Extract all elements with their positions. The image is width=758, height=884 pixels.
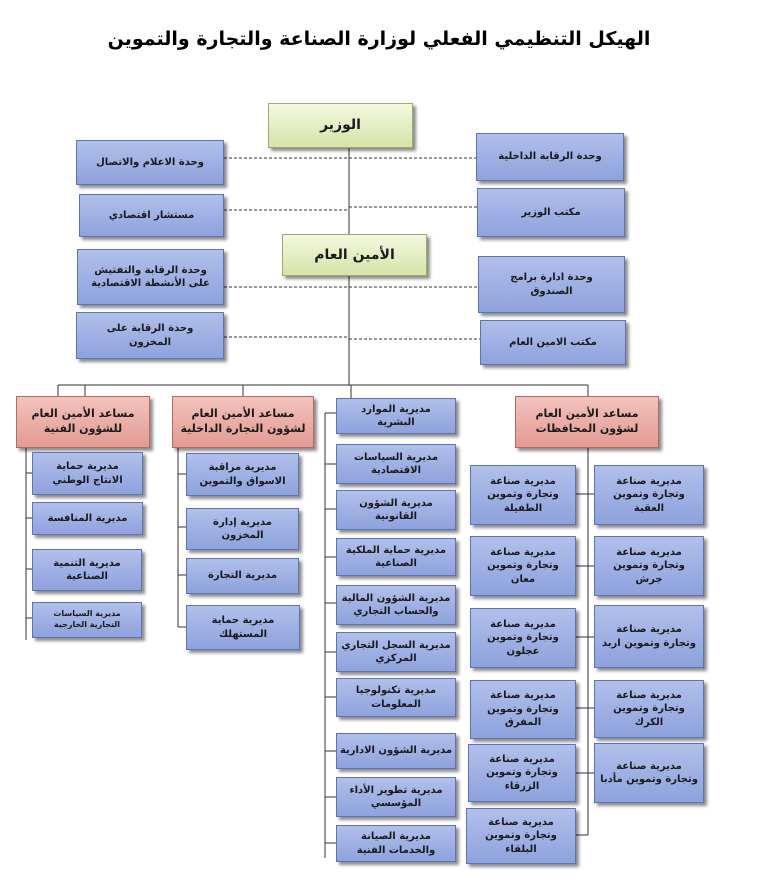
dir-jerash: مديرية صناعة وتجارة وتموين جرش: [594, 536, 704, 596]
dir-stock-management: مديرية إدارة المخزون: [186, 508, 299, 550]
secretary-general-box: الأمين العام: [282, 234, 427, 276]
dir-consumer-protection: مديرية حماية المستهلك: [186, 605, 300, 650]
dir-zarqa: مديرية صناعة وتجارة وتموين الزرقاء: [468, 744, 576, 802]
dir-maintenance-services: مديرية الصيانة والخدمات الفنية: [336, 825, 456, 862]
dir-financial-affairs: مديرية الشؤون المالية والحساب التجاري: [336, 585, 456, 625]
minister-box: الوزير: [268, 103, 413, 148]
dir-information-technology: مديرية تكنولوجيا المعلومات: [336, 678, 456, 717]
dir-mafraq: مديرية صناعة وتجارة وتموين المفرق: [470, 680, 576, 739]
dir-aqaba: مديرية صناعة وتجارة وتموين العقبة: [594, 465, 704, 525]
assistant-governorates: مساعد الأمين العام لشؤون المحافظات: [515, 396, 659, 448]
dir-maan: مديرية صناعة وتجارة وتموين معان: [470, 536, 576, 596]
dir-national-production: مديرية حماية الانتاج الوطني: [32, 452, 143, 495]
unit-media-communication: وحدة الاعلام والاتصال: [76, 140, 224, 185]
unit-internal-audit: وحدة الرقابة الداخلية: [476, 133, 624, 181]
dir-competition: مديرية المنافسة: [32, 502, 143, 535]
dir-irbid: مديرية صناعة وتجارة وتموين اربد: [594, 605, 704, 668]
dir-madaba: مديرية صناعة وتجارة وتموين مأدبا: [594, 743, 704, 803]
dir-trade: مديرية التجارة: [186, 558, 299, 594]
unit-secretary-office: مكتب الامين العام: [480, 320, 626, 365]
unit-economic-inspection: وحدة الرقابة والتفتيش على الأنشطة الاقتص…: [77, 249, 224, 305]
dir-ajloun: مديرية صناعة وتجارة وتموين عجلون: [470, 608, 576, 668]
unit-minister-office: مكتب الوزير: [477, 188, 625, 237]
dir-administrative-affairs: مديرية الشؤون الادارية: [336, 733, 456, 769]
dir-foreign-trade-policy: مديرية السياسات التجارية الخارجية: [32, 602, 142, 638]
page-title: الهيكل التنظيمي الفعلي لوزارة الصناعة وا…: [107, 28, 651, 50]
assistant-internal-trade: مساعد الأمين العام لشؤون التجارة الداخلي…: [172, 396, 314, 448]
dir-human-resources: مديرية الموارد البشرية: [336, 398, 456, 434]
dir-industrial-property: مديرية حماية الملكية الصناعية: [336, 538, 456, 576]
dir-industrial-development: مديرية التنمية الصناعية: [32, 549, 142, 591]
dir-legal-affairs: مديرية الشؤون القانونية: [336, 490, 456, 530]
assistant-technical-affairs: مساعد الأمين العام للشؤون الفنية: [16, 396, 150, 448]
dir-karak: مديرية صناعة وتجارة وتموين الكرك: [594, 680, 704, 738]
unit-stock-control: وحدة الرقابة على المخزون: [76, 312, 224, 359]
dir-performance-development: مديرية تطوير الأداء المؤسسي: [336, 777, 456, 817]
dir-tafilah: مديرية صناعة وتجارة وتموين الطفيلة: [470, 465, 576, 525]
unit-economic-advisor: مستشار اقتصادي: [79, 194, 224, 237]
dir-commercial-registry: مديرية السجل التجاري المركزي: [336, 632, 456, 672]
dir-balqa: مديرية صناعة وتجارة وتموين البلقاء: [466, 808, 576, 864]
unit-fund-programs: وحدة ادارة برامج الصندوق: [478, 256, 625, 313]
dir-economic-policies: مديرية السياسات الاقتصادية: [336, 444, 456, 484]
dir-market-monitoring: مديرية مراقبة الاسواق والتموين: [186, 453, 299, 496]
